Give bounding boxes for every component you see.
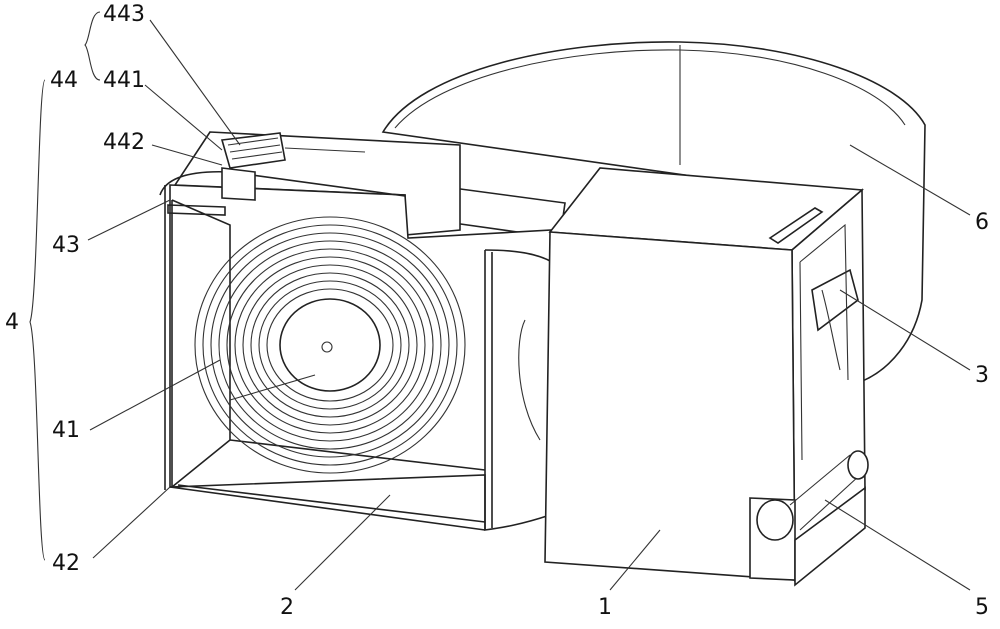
leader-lines	[29, 11, 971, 591]
label-2: 2	[280, 595, 294, 620]
main-box	[544, 167, 866, 583]
label-44: 44	[50, 68, 78, 93]
label-3: 3	[975, 363, 989, 388]
label-442: 442	[103, 130, 145, 155]
label-443: 443	[103, 2, 145, 27]
band-ring	[381, 41, 926, 384]
label-1: 1	[598, 595, 612, 620]
label-4: 4	[5, 310, 19, 335]
label-6: 6	[975, 210, 989, 235]
coil-spring	[194, 216, 541, 474]
label-5: 5	[975, 595, 989, 620]
label-42: 42	[52, 551, 80, 576]
label-41: 41	[52, 418, 80, 443]
label-441: 441	[103, 68, 145, 93]
label-43: 43	[52, 233, 80, 258]
base-block	[749, 450, 869, 587]
